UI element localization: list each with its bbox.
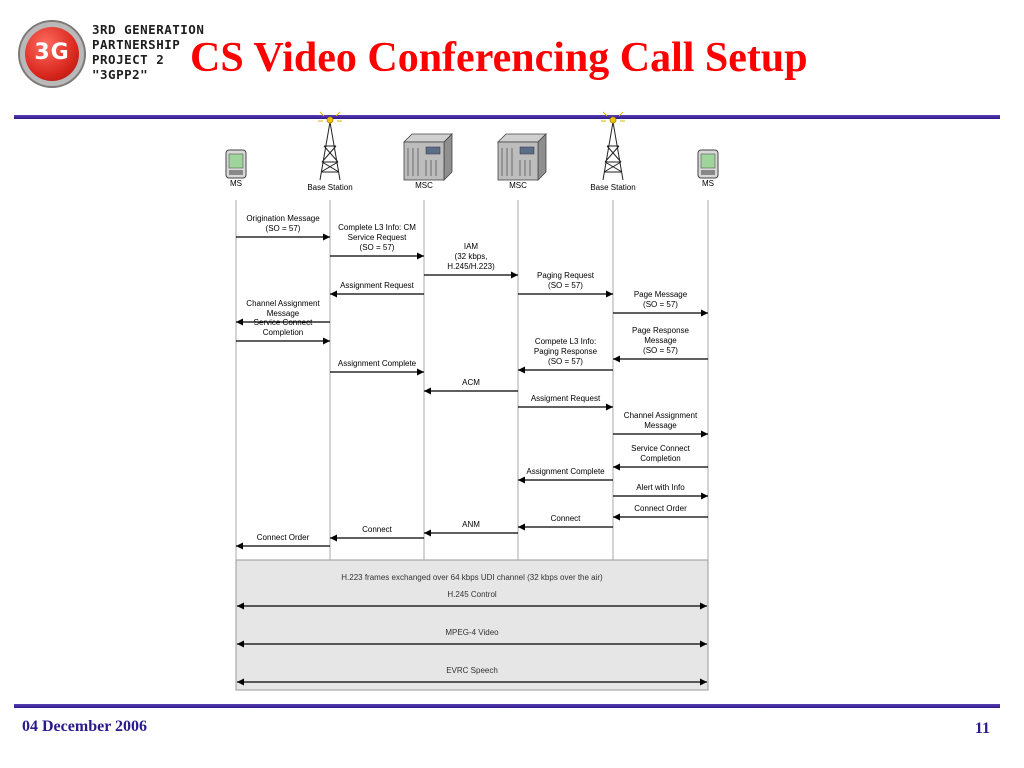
message-arrow: Compete L3 Info:Paging Response(SO = 57) [518,337,613,374]
lane-6: MS [697,149,719,560]
message-label: ANM [462,520,480,529]
message-label: Channel Assignment [246,299,320,308]
top-divider [14,115,1000,119]
message-label: Connect [551,514,582,523]
bearer-stream: EVRC Speech [237,666,707,686]
message-label: (SO = 57) [548,357,583,366]
message-label: Connect [362,525,393,534]
message-arrow: Alert with Info [613,483,708,500]
message-label: (SO = 57) [548,281,583,290]
message-arrow: Connect [330,525,424,542]
bearer-stream: MPEG-4 Video [237,628,707,648]
bearer-caption: H.223 frames exchanged over 64 kbps UDI … [341,573,603,582]
lane-4: MSC [497,133,547,560]
lane-label: Base Station [307,183,352,192]
mobile-phone-icon [697,149,719,179]
message-arrow: ANM [424,520,518,537]
message-label: Message [644,421,677,430]
message-arrow: ACM [424,378,518,395]
lane-2: Base Station [307,111,353,560]
message-label: (SO = 57) [266,224,301,233]
bearer-stream-label: H.245 Control [447,590,497,599]
message-label: ACM [462,378,480,387]
message-label: (32 kbps, [455,252,488,261]
3g-badge-icon: 3G [20,22,84,86]
message-arrow: Connect [518,514,613,531]
message-arrow: Assignment Request [330,281,424,298]
bottom-divider [14,704,1000,708]
lane-label: MS [230,179,242,188]
switch-server-icon [497,133,547,181]
switch-server-icon [403,133,453,181]
message-arrow: Connect Order [613,504,708,521]
message-arrow: Origination Message(SO = 57) [236,214,330,241]
message-label: Origination Message [246,214,320,223]
message-label: Connect Order [634,504,687,513]
message-label: Completion [640,454,680,463]
logo-line-3: PROJECT 2 [92,52,165,67]
badge-text: 3G [34,40,70,65]
message-arrow: Assignment Complete [330,359,424,376]
message-arrow: IAM(32 kbps,H.245/H.223) [424,242,518,279]
logo-line-1: 3RD GENERATION [92,22,205,37]
logo-line-4: "3GPP2" [92,67,149,82]
message-arrow: Assignment Complete [518,467,613,484]
message-label: Complete L3 Info: CM [338,223,416,232]
bearer-band [235,559,709,691]
antenna-tower-icon [601,111,625,181]
antenna-tower-icon [318,111,342,181]
message-label: Channel Assignment [624,411,698,420]
message-label: Message [267,309,300,318]
slide-title: CS Video Conferencing Call Setup [190,35,808,81]
bearer-stream-label: EVRC Speech [446,666,498,675]
mobile-phone-icon [225,149,247,179]
3gpp2-logo: 3G 3RD GENERATION PARTNERSHIP PROJECT 2 … [20,20,240,90]
message-label: H.245/H.223) [447,262,495,271]
message-label: Service Request [348,233,407,242]
message-label: (SO = 57) [360,243,395,252]
message-label: Compete L3 Info: [535,337,596,346]
message-label: Paging Response [534,347,598,356]
lane-1: MS [225,149,247,560]
lane-label: Base Station [590,183,635,192]
message-label: Completion [263,328,303,337]
bearer-stream-label: MPEG-4 Video [445,628,499,637]
message-label: Service Connect [254,318,313,327]
logo-line-2: PARTNERSHIP [92,37,181,52]
message-label: Connect Order [257,533,310,542]
message-arrow: Assigment Request [518,394,613,411]
message-label: IAM [464,242,479,251]
page-number: 11 [974,720,990,737]
message-label: (SO = 57) [643,346,678,355]
lane-label: MS [702,179,714,188]
message-label: Assigment Request [531,394,601,403]
message-label: Paging Request [537,271,595,280]
message-label: Service Connect [631,444,690,453]
message-label: Assignment Complete [338,359,417,368]
message-label: Page Message [634,290,688,299]
message-label: (SO = 57) [643,300,678,309]
bearer-stream: H.245 Control [237,590,707,610]
message-label: Alert with Info [636,483,685,492]
message-label: Assignment Request [340,281,415,290]
message-arrow: Connect Order [236,533,330,550]
lane-3: MSC [403,133,453,560]
footer-date: 04 December 2006 [22,718,147,735]
message-arrow: Page Message(SO = 57) [613,290,708,317]
message-label: Page Response [632,326,689,335]
lane-label: MSC [415,181,433,190]
message-arrow: Paging Request(SO = 57) [518,271,613,298]
logo-wordmark: 3RD GENERATION PARTNERSHIP PROJECT 2 "3G… [92,22,204,82]
message-label: Message [644,336,677,345]
lane-label: MSC [509,181,527,190]
message-label: Assignment Complete [526,467,605,476]
lane-5: Base Station [590,111,636,560]
